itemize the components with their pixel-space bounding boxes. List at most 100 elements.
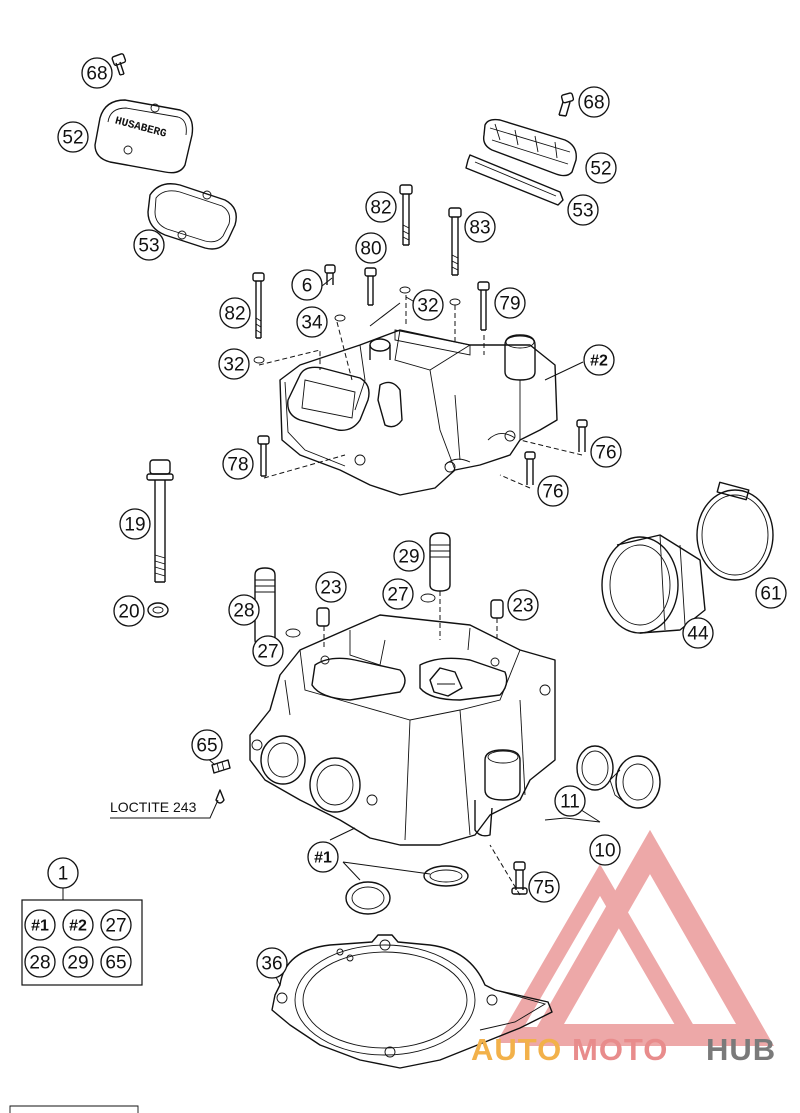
exhaust-seal-10 bbox=[609, 755, 661, 809]
callout-29-20: 29 bbox=[393, 540, 425, 572]
image-code-box bbox=[9, 1105, 139, 1113]
callout-circle bbox=[537, 475, 569, 507]
loctite-leader bbox=[110, 799, 219, 819]
callout-circle bbox=[57, 121, 89, 153]
callout-75-33: 75 bbox=[528, 871, 560, 903]
callout-68-3: 68 bbox=[578, 86, 610, 118]
callout-label: 28 bbox=[29, 953, 50, 974]
callout-circle bbox=[47, 857, 79, 889]
cover-logo-text: HUSABERG bbox=[113, 115, 168, 140]
callout-label: 29 bbox=[67, 953, 88, 974]
bolt-76-b bbox=[524, 451, 536, 485]
callout-label: 10 bbox=[594, 841, 615, 862]
bolt-76-a bbox=[576, 419, 588, 452]
callout-76-18: 76 bbox=[537, 475, 569, 507]
callout-circle bbox=[133, 229, 165, 261]
callout-circle bbox=[113, 595, 145, 627]
head-bolt-19 bbox=[146, 459, 174, 583]
callout-circle bbox=[682, 617, 714, 649]
callout-label: 27 bbox=[105, 916, 126, 937]
callout-52-4: 52 bbox=[585, 152, 617, 184]
callout-label: 29 bbox=[398, 547, 419, 568]
callout-circle bbox=[24, 909, 56, 941]
callout-circle bbox=[219, 297, 251, 329]
callout-circle bbox=[567, 194, 599, 226]
callout-circle bbox=[365, 191, 397, 223]
callout-label: 68 bbox=[583, 93, 604, 114]
callout-65-29: 65 bbox=[191, 729, 223, 761]
callout-circle bbox=[590, 436, 622, 468]
callout-circle bbox=[100, 909, 132, 941]
callout-34-13: 34 bbox=[296, 306, 328, 338]
intake-rubber-44 bbox=[601, 534, 706, 634]
callout-label: 78 bbox=[227, 455, 248, 476]
callout-80-8: 80 bbox=[355, 232, 387, 264]
callout-label: 36 bbox=[261, 954, 282, 975]
callout-76-17: 76 bbox=[590, 436, 622, 468]
callout-circle bbox=[412, 289, 444, 321]
assembly-lines-lower bbox=[264, 591, 521, 896]
washer-20 bbox=[147, 602, 169, 618]
valve-cover-left: HUSABERG bbox=[94, 99, 194, 174]
callout-53-2: 53 bbox=[133, 229, 165, 261]
kit-item-65: 65 bbox=[100, 946, 132, 978]
callout-label: 32 bbox=[417, 296, 438, 317]
watermark-text: AUTO MOTO HUB bbox=[471, 1032, 775, 1067]
callout-61-28: 61 bbox=[755, 577, 787, 609]
callout-label: 44 bbox=[687, 624, 709, 645]
callout-label: 82 bbox=[224, 304, 245, 325]
callout-82-6: 82 bbox=[365, 191, 397, 223]
gasket-53-right bbox=[465, 154, 564, 206]
callout-82-12: 82 bbox=[219, 297, 251, 329]
callout-circle bbox=[393, 540, 425, 572]
callout-label: 28 bbox=[233, 601, 254, 622]
watermark-moto: MOTO bbox=[572, 1032, 668, 1067]
callout-label: 83 bbox=[469, 218, 490, 239]
bolt-79 bbox=[477, 281, 490, 331]
exhaust-ring-11 bbox=[576, 745, 614, 791]
callout-circle bbox=[228, 594, 260, 626]
callout-circle bbox=[355, 232, 387, 264]
leader-lines-lower bbox=[329, 805, 601, 881]
callout-circle bbox=[62, 909, 94, 941]
kit-item-hash1: #1 bbox=[24, 909, 56, 941]
callout-28-24: 28 bbox=[228, 594, 260, 626]
callout-label: 80 bbox=[360, 239, 381, 260]
callout-label: 53 bbox=[138, 236, 159, 257]
bolt-6 bbox=[324, 264, 336, 285]
callout-label: 76 bbox=[595, 443, 616, 464]
callout-20-25: 20 bbox=[113, 595, 145, 627]
callout-label: #1 bbox=[314, 850, 332, 867]
bolt-82-upper bbox=[399, 184, 413, 246]
callout-78-16: 78 bbox=[222, 448, 254, 480]
callout-19-19: 19 bbox=[119, 508, 151, 540]
callout-label: 65 bbox=[196, 736, 217, 757]
callout-circle bbox=[296, 306, 328, 338]
bolt-68-right bbox=[558, 92, 575, 117]
callout-circle bbox=[507, 589, 539, 621]
kit-callout-layer: #1 #2 27 28 29 65 bbox=[24, 909, 132, 978]
callout-circle bbox=[222, 448, 254, 480]
callout-label: 11 bbox=[560, 792, 580, 813]
callout-label: 82 bbox=[370, 198, 391, 219]
camshaft-housing bbox=[279, 329, 558, 496]
kit-box bbox=[21, 899, 143, 986]
callout-circle bbox=[464, 211, 496, 243]
orings-27 bbox=[285, 593, 436, 638]
callout-label: 75 bbox=[533, 878, 554, 899]
kit-item-hash2: #2 bbox=[62, 909, 94, 941]
washers-upper bbox=[253, 286, 461, 364]
callout-1-34: 1 bbox=[47, 857, 79, 889]
callout-circle bbox=[100, 946, 132, 978]
callout-32-14: 32 bbox=[218, 348, 250, 380]
callout-label: #2 bbox=[590, 353, 608, 370]
callout-79-11: 79 bbox=[494, 287, 526, 319]
callout-label: 27 bbox=[257, 642, 278, 663]
callout-label: #2 bbox=[69, 918, 87, 935]
callout-68-0: 68 bbox=[81, 57, 113, 89]
assembly-lines-upper bbox=[258, 295, 583, 489]
callout-83-7: 83 bbox=[464, 211, 496, 243]
bolt-83 bbox=[448, 207, 462, 276]
dowel-23-b bbox=[490, 599, 504, 619]
